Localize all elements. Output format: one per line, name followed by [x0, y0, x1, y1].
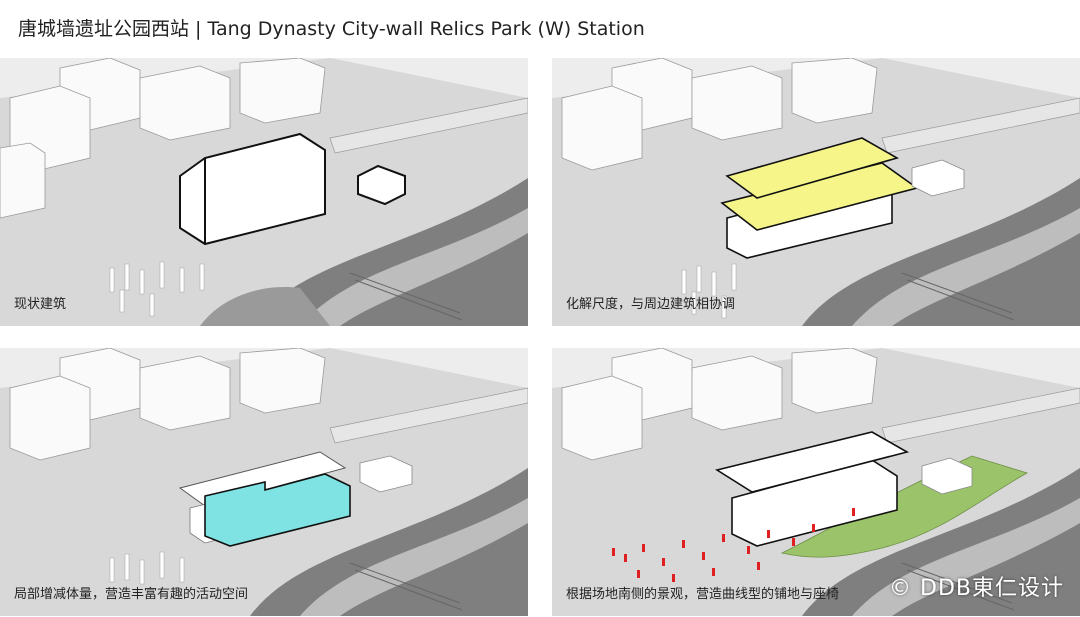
watermark-logo: © DDB東仁设计 [889, 576, 1064, 601]
panel-caption: 根据场地南侧的景观，营造曲线型的铺地与座椅 [566, 587, 840, 602]
panel-caption: 化解尺度，与周边建筑相协调 [566, 297, 736, 312]
diagram-panel-scale: 化解尺度，与周边建筑相协调 [552, 58, 1080, 326]
isometric-diagram [0, 348, 528, 616]
page-title: 唐城墙遗址公园西站 | Tang Dynasty City-wall Relic… [18, 18, 645, 40]
panel-caption: 局部增减体量，营造丰富有趣的活动空间 [14, 587, 249, 602]
diagram-panel-volume: 局部增减体量，营造丰富有趣的活动空间 [0, 348, 528, 616]
isometric-diagram [0, 58, 528, 326]
panel-caption: 现状建筑 [14, 297, 67, 312]
isometric-diagram [552, 348, 1080, 616]
isometric-diagram [552, 58, 1080, 326]
diagram-panel-existing: 现状建筑 [0, 58, 528, 326]
diagram-panel-landscape: 根据场地南侧的景观，营造曲线型的铺地与座椅 © DDB東仁设计 [552, 348, 1080, 616]
